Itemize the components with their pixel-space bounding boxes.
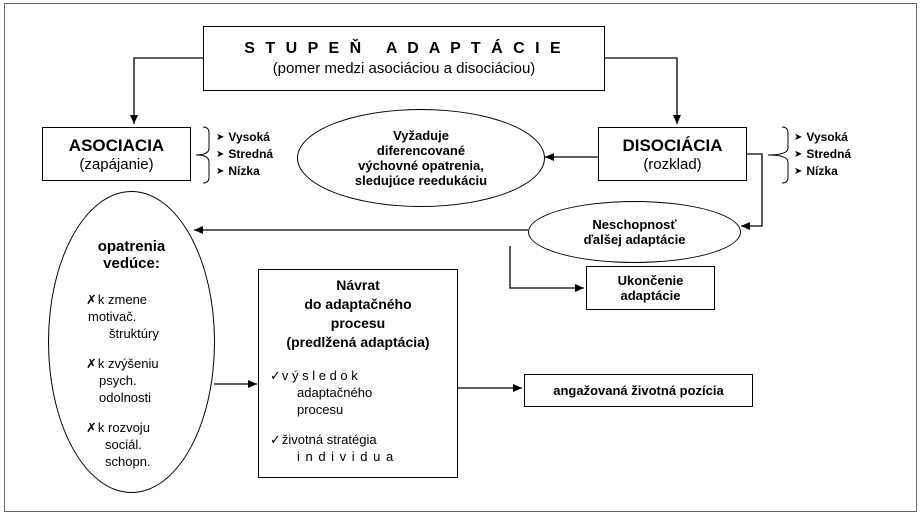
level-item: ➤Nízka (216, 163, 273, 180)
arrow-disociacia-to-inability (741, 153, 763, 230)
level-label: Nízka (806, 164, 838, 178)
measures-item-line: k zvýšeniu (97, 356, 159, 371)
return-title-line: do adaptačného (304, 296, 412, 312)
return-item-line: procesu (297, 402, 344, 417)
center-oval-line: diferencované (376, 143, 466, 158)
measures-item: ✗k rozvoju sociál. schopn. (86, 419, 151, 470)
return-item-line: i n d i v i d u a (297, 449, 395, 464)
measures-item-line: štruktúry (109, 326, 159, 341)
disociacia-levels: ➤Vysoká ➤Stredná ➤Nízka (794, 129, 851, 180)
level-label: Nízka (228, 164, 260, 178)
chevron-right-icon: ➤ (216, 132, 225, 143)
disociacia-sublabel: (rozklad) (643, 155, 702, 173)
measures-item-line: psych. (99, 373, 137, 388)
level-label: Vysoká (228, 130, 270, 144)
disociacia-label: DISOCIÁCIA (622, 135, 723, 155)
disociacia-box: DISOCIÁCIA (rozklad) (598, 127, 747, 181)
chevron-right-icon: ➤ (216, 166, 225, 177)
return-title-line: procesu (330, 315, 386, 331)
end-box-line: Ukončenie (617, 273, 684, 288)
x-mark-icon: ✗ (86, 420, 97, 435)
title-heading: S T U P E Ň A D A P T Á C I E (244, 40, 564, 57)
measures-item-line: odolnosti (99, 390, 152, 405)
level-item: ➤Stredná (794, 146, 851, 163)
arrow-title-to-asociacia (130, 57, 203, 124)
level-item: ➤Vysoká (216, 129, 273, 146)
asociacia-label: ASOCIACIA (68, 135, 165, 155)
level-item: ➤Nízka (794, 163, 851, 180)
inability-line: Neschopnosť (592, 217, 677, 232)
x-mark-icon: ✗ (86, 356, 97, 371)
measures-item: ✗k zmene motivač. štruktúry (86, 291, 159, 342)
measures-item-line: motivač. (88, 309, 137, 324)
return-item: ✓životná stratégia i n d i v i d u a (270, 431, 394, 465)
level-label: Vysoká (806, 130, 848, 144)
brace-asociacia-icon (195, 126, 210, 184)
asociacia-box: ASOCIACIA (zapájanie) (42, 127, 191, 181)
inability-line: ďalšej adaptácie (583, 232, 686, 247)
measures-oval: opatrenia vedúce: ✗k zmene motivač. štru… (48, 191, 215, 493)
title-box: S T U P E Ň A D A P T Á C I E (pomer med… (203, 26, 605, 91)
check-mark-icon: ✓ (270, 368, 281, 383)
brace-disociacia-icon (767, 126, 789, 184)
x-mark-icon: ✗ (86, 292, 97, 307)
return-title-line: (predlžená adaptácia) (286, 334, 430, 350)
measures-item: ✗k zvýšeniu psych. odolnosti (86, 355, 159, 406)
arrow-title-to-disociacia (604, 57, 681, 124)
asociacia-sublabel: (zapájanie) (79, 155, 154, 173)
result-label: angažovaná životná pozícia (553, 383, 724, 398)
asociacia-levels: ➤Vysoká ➤Stredná ➤Nízka (216, 129, 273, 180)
chevron-right-icon: ➤ (794, 149, 803, 160)
end-box-line: adaptácie (620, 288, 681, 303)
chevron-right-icon: ➤ (794, 166, 803, 177)
chevron-right-icon: ➤ (794, 132, 803, 143)
return-item-line: životná stratégia (281, 432, 377, 447)
center-oval-line: sledujúce reedukáciu (354, 173, 488, 188)
arrow-inability-to-end (509, 246, 584, 292)
return-title-line: Návrat (336, 277, 380, 293)
measures-item-line: sociál. (105, 437, 142, 452)
return-item-line: v ý s l e d o k (281, 368, 358, 383)
check-mark-icon: ✓ (270, 432, 281, 447)
measures-title-line: opatrenia (97, 238, 166, 255)
inability-oval: Neschopnosť ďalšej adaptácie (528, 201, 741, 263)
return-box: Návrat do adaptačného procesu (predlžená… (258, 269, 458, 478)
return-item: ✓v ý s l e d o k adaptačného procesu (270, 367, 372, 418)
measures-item-line: k zmene (97, 292, 148, 307)
end-box: Ukončenie adaptácie (586, 266, 715, 310)
center-oval: Vyžaduje diferencované výchovné opatreni… (297, 109, 545, 207)
level-label: Stredná (806, 147, 852, 161)
title-subheading: (pomer medzi asociáciou a disociáciou) (272, 60, 536, 77)
level-item: ➤Vysoká (794, 129, 851, 146)
level-label: Stredná (228, 147, 274, 161)
measures-item-line: k rozvoju (97, 420, 150, 435)
diagram-frame (4, 3, 917, 512)
center-oval-line: Vyžaduje (393, 128, 449, 143)
measures-item-line: schopn. (105, 454, 151, 469)
chevron-right-icon: ➤ (216, 149, 225, 160)
return-item-line: adaptačného (297, 385, 373, 400)
level-item: ➤Stredná (216, 146, 273, 163)
center-oval-line: výchovné opatrenia, (358, 158, 484, 173)
measures-title-line: vedúce: (103, 255, 160, 272)
result-box: angažovaná životná pozícia (524, 374, 753, 407)
